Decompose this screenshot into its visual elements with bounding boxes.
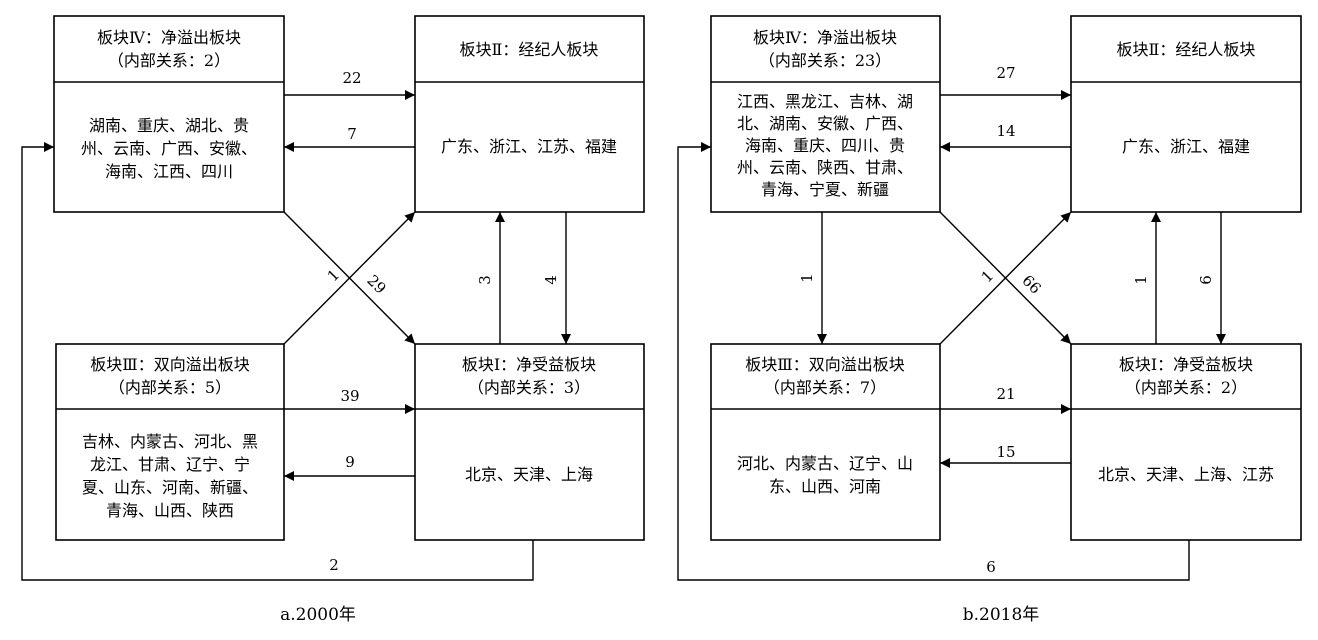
block-members-line: 北、湖南、安徽、广西、 — [737, 114, 913, 133]
flow-label: 7 — [347, 125, 357, 143]
flow-label: 14 — [996, 122, 1015, 140]
block-members-line: 江西、黑龙江、吉林、湖 — [737, 92, 913, 111]
flow-label: 66 — [1018, 271, 1044, 297]
panel-b-block-4: 板块Ⅳ：净溢出板块 （内部关系：23） 江西、黑龙江、吉林、湖 北、湖南、安徽、… — [710, 15, 941, 213]
panel-a-block-3: 板块Ⅲ：双向溢出板块 （内部关系：5） 吉林、内蒙古、河北、黑 龙江、甘肃、辽宁… — [55, 343, 285, 541]
block-members-line: 海南、重庆、四川、贵 — [745, 136, 905, 155]
block-members-line: 河北、内蒙古、辽宁、山 — [737, 454, 913, 473]
block-members-line: 东、山西、河南 — [769, 477, 881, 496]
block-members-line: 青海、山西、陕西 — [106, 501, 234, 520]
flow-label: 6 — [986, 558, 996, 576]
block-title: 板块Ⅲ：双向溢出板块 — [745, 355, 904, 374]
flow-label: 29 — [363, 271, 389, 297]
flow-label: 9 — [345, 453, 355, 471]
block-title: 板块Ⅱ：经纪人板块 — [460, 40, 599, 59]
arrow-b4-to-b1 — [283, 211, 416, 345]
block-title: 板块Ⅰ：净受益板块 — [462, 355, 596, 374]
block-members-line: 青海、宁夏、新疆 — [761, 180, 889, 199]
block-members-line: 广东、浙江、福建 — [1122, 137, 1250, 156]
block-title: 板块Ⅰ：净受益板块 — [1119, 355, 1253, 374]
block-internal: （内部关系：2） — [1125, 378, 1247, 397]
flow-label: 1 — [978, 267, 997, 286]
block-title: 板块Ⅱ：经纪人板块 — [1117, 40, 1256, 59]
flow-label: 2 — [329, 556, 339, 574]
flow-label: 27 — [996, 64, 1015, 82]
flow-label: 3 — [476, 275, 494, 285]
block-members-line: 北京、天津、上海 — [465, 465, 593, 484]
panel-a-block-2: 板块Ⅱ：经纪人板块 广东、浙江、江苏、福建 — [414, 15, 645, 213]
flow-label: 1 — [1132, 275, 1150, 285]
arrow-b1-to-b4 — [677, 142, 1190, 581]
panel-b: 板块Ⅳ：净溢出板块 （内部关系：23） 江西、黑龙江、吉林、湖 北、湖南、安徽、… — [677, 15, 1302, 625]
block-members-line: 夏、山东、河南、新疆、 — [82, 478, 258, 497]
block-title: 板块Ⅳ：净溢出板块 — [753, 28, 897, 47]
panel-a-block-4: 板块Ⅳ：净溢出板块 （内部关系：2） 湖南、重庆、湖北、贵 州、云南、广西、安徽… — [53, 15, 285, 213]
block-members-line: 湖南、重庆、湖北、贵 — [89, 116, 249, 135]
block-members-line: 龙江、甘肃、辽宁、宁 — [90, 455, 250, 474]
flow-label: 4 — [542, 275, 560, 285]
block-internal: （内部关系：7） — [764, 378, 886, 397]
block-members-line: 吉林、内蒙古、河北、黑 — [82, 432, 258, 451]
block-title: 板块Ⅳ：净溢出板块 — [97, 28, 241, 47]
block-internal: （内部关系：2） — [108, 51, 230, 70]
block-members-line: 海南、江西、四川 — [105, 162, 233, 181]
panel-a-block-1: 板块Ⅰ：净受益板块 （内部关系：3） 北京、天津、上海 — [414, 343, 645, 541]
flow-label: 6 — [1197, 275, 1215, 285]
block-members-line: 北京、天津、上海、江苏 — [1098, 465, 1274, 484]
arrow-b4-to-b1 — [939, 211, 1072, 345]
panel-a: 板块Ⅳ：净溢出板块 （内部关系：2） 湖南、重庆、湖北、贵 州、云南、广西、安徽… — [21, 15, 645, 625]
flow-label: 15 — [996, 443, 1015, 461]
panel-caption: a.2000年 — [280, 605, 356, 625]
block-title: 板块Ⅲ：双向溢出板块 — [90, 355, 249, 374]
block-internal: （内部关系：23） — [759, 51, 891, 70]
panel-b-block-3: 板块Ⅲ：双向溢出板块 （内部关系：7） 河北、内蒙古、辽宁、山 东、山西、河南 — [710, 343, 941, 541]
panel-caption: b.2018年 — [963, 605, 1040, 625]
arrow-b1-to-b4 — [21, 142, 534, 581]
block-internal: （内部关系：3） — [468, 378, 590, 397]
block-members-line: 州、云南、广西、安徽、 — [81, 139, 257, 158]
block-members-line: 州、云南、陕西、甘肃、 — [737, 158, 913, 177]
block-members-line: 广东、浙江、江苏、福建 — [441, 137, 617, 156]
flow-label: 1 — [798, 273, 816, 283]
panel-b-block-1: 板块Ⅰ：净受益板块 （内部关系：2） 北京、天津、上海、江苏 — [1070, 343, 1302, 541]
flow-label: 21 — [996, 385, 1015, 403]
block-internal: （内部关系：5） — [109, 378, 231, 397]
flow-label: 39 — [340, 387, 359, 405]
flow-label: 22 — [342, 69, 361, 87]
panel-b-block-2: 板块Ⅱ：经纪人板块 广东、浙江、福建 — [1070, 15, 1302, 213]
